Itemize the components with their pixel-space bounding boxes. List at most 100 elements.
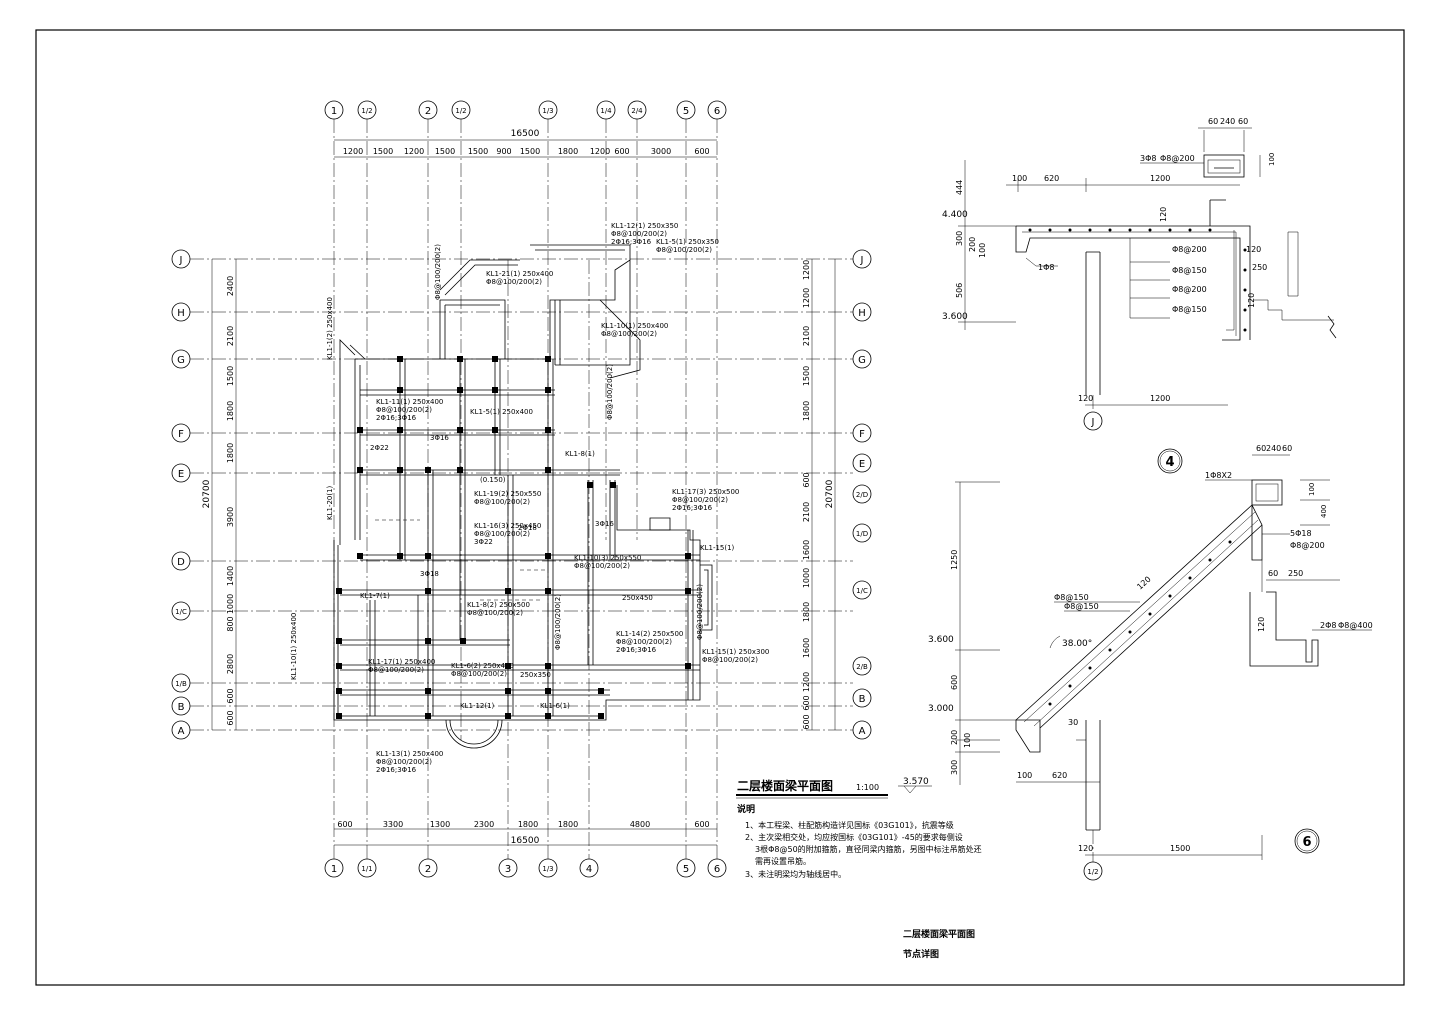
rebar-label: Φ8@200 (1160, 154, 1195, 163)
beam-label: KL1-12(1) (460, 702, 495, 710)
beam-label: Φ8@100/200(2) (474, 498, 530, 506)
svg-text:1800: 1800 (226, 443, 235, 463)
axis-bubbles-bottom: 1 1/1 2 3 1/3 4 5 6 (324, 858, 727, 878)
svg-text:4800: 4800 (630, 820, 650, 829)
axis-label: 1/1 (361, 865, 372, 873)
svg-text:444: 444 (955, 180, 964, 195)
svg-text:1500: 1500 (802, 366, 811, 386)
axis-label: F (859, 429, 865, 440)
svg-text:1500: 1500 (520, 147, 540, 156)
svg-text:1600: 1600 (802, 638, 811, 658)
beam-label: Φ8@100/200(2) (611, 230, 667, 238)
beam-label: KL1-16(3) 250x450 (474, 522, 541, 530)
beam-label: KL1-6(2) 250x450 (451, 662, 514, 670)
beam-label: Φ8@100/200(2) (554, 594, 562, 650)
svg-text:1000: 1000 (226, 594, 235, 614)
svg-text:120: 120 (1257, 617, 1266, 632)
rebar-label: 3Φ8 (1140, 154, 1156, 163)
rebar-label: 1Φ8 (1038, 263, 1054, 272)
beam-label: Φ8@100/200(2) (376, 758, 432, 766)
beam-label: KL1-5(1) 250x350 (656, 238, 719, 246)
beam-label: Φ8@100/200(2) (574, 562, 630, 570)
svg-text:1800: 1800 (802, 602, 811, 622)
axis-label: 2 (425, 864, 431, 875)
beam-annotations: KL1-12(1) 250x350 Φ8@100/200(2) 2Φ16;3Φ1… (290, 222, 769, 774)
level-label: 3.000 (928, 704, 954, 714)
axis-label: E (859, 459, 865, 470)
beam-label: 2Φ16;3Φ16 (672, 504, 713, 512)
beam-plan: 1 1/2 2 1/2 1/3 1/4 2/4 5 6 1 1/1 2 3 1/… (171, 100, 982, 879)
axis-label: H (858, 308, 866, 319)
beam-label: 3Φ22 (474, 538, 493, 546)
svg-text:200: 200 (968, 237, 977, 252)
axis-label: J (1091, 417, 1095, 428)
axis-label: 1/B (175, 680, 187, 688)
svg-text:200: 200 (950, 730, 959, 745)
beam-label: KL1-10(1) 250x400 (290, 613, 298, 680)
axis-label: G (177, 355, 185, 366)
svg-text:1500: 1500 (468, 147, 488, 156)
rebar-label: 2Φ8 (1320, 621, 1336, 630)
beam-label: KL1-17(1) 250x400 (368, 658, 435, 666)
rebar-label: Φ8@200 (1290, 541, 1325, 550)
svg-text:600: 600 (226, 710, 235, 725)
beam-label: KL1-10(3) 250x550 (574, 554, 641, 562)
axis-label: 1/3 (542, 107, 553, 115)
svg-text:1500: 1500 (226, 366, 235, 386)
svg-text:1800: 1800 (802, 401, 811, 421)
svg-text:1800: 1800 (226, 401, 235, 421)
svg-text:100: 100 (978, 243, 987, 258)
dim-total-bottom: 16500 (511, 836, 540, 846)
svg-text:250: 250 (1288, 569, 1303, 578)
beam-label: KL1-5(1) 250x400 (470, 408, 533, 416)
svg-text:120: 120 (1135, 575, 1152, 592)
svg-text:300: 300 (955, 231, 964, 246)
rebar-label: 5Φ18 (1290, 529, 1312, 538)
beam-label: KL1-15(1) (700, 544, 735, 552)
beam-label: KL1-6(1) (540, 702, 570, 710)
beam-label: KL1-8(1) (565, 450, 595, 458)
plan-title-block: 二层楼面梁平面图 1:100 3.570 (736, 777, 932, 799)
beam-label: KL1-14(2) 250x500 (616, 630, 683, 638)
svg-text:120: 120 (1246, 245, 1261, 254)
axis-label: 2/D (856, 491, 868, 499)
beam-label: KL1-10(1) 250x400 (601, 322, 668, 330)
plan-title: 二层楼面梁平面图 (737, 778, 833, 793)
svg-text:60: 60 (1282, 444, 1292, 453)
beam-label: Φ8@100/200(2) (451, 670, 507, 678)
beam-label: Φ8@100/200(2) (486, 278, 542, 286)
axis-label: E (178, 469, 184, 480)
beam-label: 2Φ18 (518, 524, 537, 532)
svg-text:2100: 2100 (802, 502, 811, 522)
svg-text:1200: 1200 (802, 288, 811, 308)
rebar-label: Φ8@200 (1172, 245, 1207, 254)
axis-label: 1/C (175, 608, 187, 616)
axis-label: 5 (683, 106, 689, 117)
rebar-label: 1Φ8X2 (1205, 471, 1232, 480)
beam-label: KL1-19(2) 250x550 (474, 490, 541, 498)
axis-label: G (858, 355, 866, 366)
svg-text:1800: 1800 (518, 820, 538, 829)
axis-label: J (179, 255, 183, 266)
rebar-dots (1028, 228, 1247, 332)
svg-text:1200: 1200 (1150, 174, 1170, 183)
svg-text:620: 620 (1052, 771, 1067, 780)
plan-elevation: 3.570 (903, 777, 929, 787)
beam-label: (0.150) (480, 476, 506, 484)
rebar-label: Φ8@150 (1172, 305, 1207, 314)
beam-label: Φ8@100/200(2) (616, 638, 672, 646)
svg-text:60: 60 (1238, 117, 1248, 126)
svg-text:100: 100 (1268, 153, 1276, 166)
svg-text:600: 600 (802, 714, 811, 729)
beam-label: 3Φ16 (595, 520, 614, 528)
axis-label: 1/4 (600, 107, 612, 115)
svg-text:60: 60 (1208, 117, 1218, 126)
notes-heading: 说明 (737, 803, 755, 815)
svg-text:1200: 1200 (590, 147, 610, 156)
notes-block: 说明 1、本工程梁、柱配筋构造详见国标《03G101》，抗震等级 2、主次梁相交… (737, 803, 982, 879)
sheet-subtitle: 节点详图 (903, 948, 939, 960)
beam-label: 250x350 (520, 671, 551, 679)
axis-label: 2/B (856, 663, 868, 671)
svg-text:100: 100 (1017, 771, 1032, 780)
sheet-border (35, 29, 1405, 986)
